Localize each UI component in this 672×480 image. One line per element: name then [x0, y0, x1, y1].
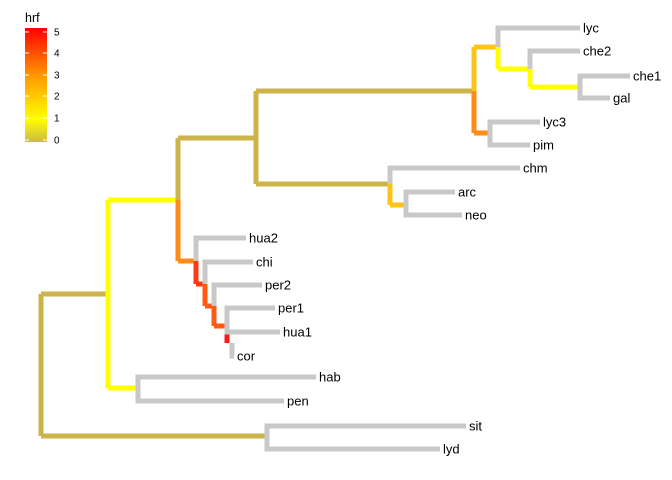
tip-branch-lyc — [495, 25, 580, 47]
tip-label-hua1: hua1 — [283, 325, 312, 340]
legend-ticks: 5 4 3 2 1 0 — [25, 28, 60, 147]
legend-tick-label: 3 — [54, 71, 60, 82]
legend-tick-label: 5 — [54, 28, 60, 39]
legend-tick-label: 1 — [54, 114, 60, 125]
tip-branch-sit — [264, 423, 466, 436]
tip-branch-neo — [403, 205, 462, 218]
tip-label-per2: per2 — [265, 278, 291, 293]
tip-branch-per1 — [224, 305, 275, 326]
legend-tick-label: 2 — [54, 92, 60, 103]
tip-label-cor: cor — [237, 349, 256, 364]
tip-label-pen: pen — [287, 394, 309, 409]
tip-label-gal: gal — [613, 91, 630, 106]
tip-label-chi: chi — [256, 255, 273, 270]
legend: hrf 5 4 3 2 1 0 — [25, 11, 60, 147]
tip-label-sit: sit — [469, 419, 482, 434]
tip-branch-chi — [202, 259, 253, 284]
tip-label-per1: per1 — [278, 301, 304, 316]
tip-branch-lyc3 — [487, 119, 540, 133]
tip-branch-pim — [487, 133, 530, 148]
tip-label-neo: neo — [465, 208, 487, 223]
legend-title: hrf — [25, 11, 40, 25]
tip-label-che2: che2 — [583, 44, 611, 59]
tip-branch-arc — [403, 189, 455, 205]
tip-label-hab: hab — [319, 370, 341, 385]
tip-label-lyd: lyd — [443, 442, 460, 457]
tip-label-arc: arc — [458, 185, 477, 200]
legend-tick-label: 4 — [54, 49, 60, 60]
tip-branch-che2 — [527, 48, 580, 69]
tip-branch-che1 — [577, 73, 630, 87]
tip-branch-hua2 — [193, 235, 246, 261]
tip-label-chm: chm — [523, 161, 548, 176]
tip-branch-cor — [229, 343, 235, 359]
tip-branch-per2 — [211, 282, 262, 306]
tip-label-hua2: hua2 — [249, 231, 278, 246]
tip-label-lyc: lyc — [583, 21, 599, 36]
tip-label-che1: che1 — [633, 69, 661, 84]
legend-color-bar — [25, 28, 47, 142]
tip-label-lyc3: lyc3 — [543, 115, 566, 130]
tip-branch-gal — [577, 87, 610, 101]
tip-branch-hua1 — [224, 326, 280, 335]
tip-branch-chm — [387, 165, 520, 184]
tip-branch-hab — [135, 374, 316, 388]
tip-label-pim: pim — [533, 138, 554, 153]
tip-branches — [135, 25, 630, 452]
tip-branch-pen — [135, 388, 284, 404]
tip-branch-lyd — [264, 436, 440, 452]
legend-tick-label: 0 — [54, 136, 60, 147]
